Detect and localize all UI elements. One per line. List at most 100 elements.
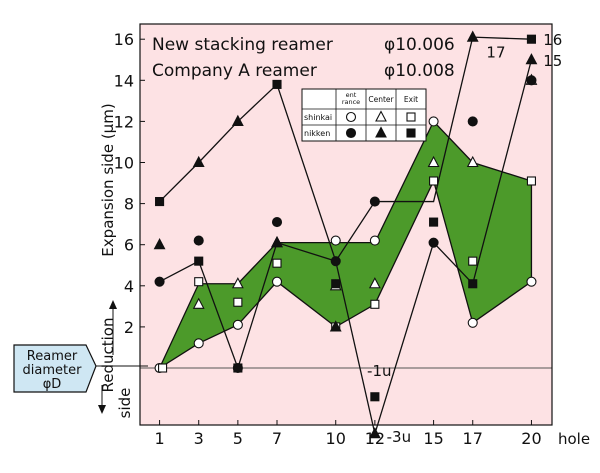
marker-nikken-circle-filled [428,237,439,248]
annotation-label: 16 [543,31,562,49]
marker-nikken-circle-filled [526,75,537,86]
y-tick-label: 2 [124,318,134,337]
x-tick-label: 3 [194,429,204,448]
legend-table-marker [375,126,387,138]
legend-reamer-2: Company A reamer [152,61,317,81]
annotation-label: -1u [367,362,391,380]
reamer-diameter-text: φD [43,377,62,392]
annotation-label: 17 [486,44,505,62]
marker-shinkai-square-open [158,363,168,373]
y-tick-label: 14 [114,71,134,90]
x-tick-label: 5 [233,429,243,448]
marker-shinkai-triangle-open [427,155,440,168]
reamer-diameter-box [13,344,97,393]
y-tick-label: 10 [114,154,134,173]
marker-shinkai-triangle-open [466,155,479,168]
marker-nikken-square-filled [526,34,536,44]
reamer-diameter-text: diameter [23,363,83,378]
y-label-reduction-side: side [116,388,134,419]
y-tick-label: 4 [124,277,134,296]
legend-table-box [301,88,427,142]
marker-nikken-square-filled [370,392,380,402]
marker-shinkai-square-open [370,299,380,309]
y-tick-label: 16 [114,30,134,49]
marker-nikken-triangle-filled [271,235,283,248]
marker-nikken-triangle-filled [525,53,538,65]
legend-table-header: Exit [404,95,418,104]
marker-shinkai-triangle-open [192,297,205,309]
legend-table-marker [375,110,387,122]
marker-nikken-circle-filled [369,196,380,207]
marker-nikken-triangle-filled [231,114,244,126]
marker-shinkai-square-open [233,297,243,307]
marker-shinkai-circle-open [428,116,439,127]
marker-shinkai-square-open [468,256,478,266]
marker-nikken-triangle-filled [466,30,479,42]
marker-shinkai-circle-open [526,276,537,287]
marker-nikken-square-filled [233,363,243,373]
legend-table-marker [406,112,416,122]
marker-nikken-triangle-filled [153,238,166,250]
marker-nikken-square-filled [194,256,204,266]
marker-nikken-triangle-filled [368,427,381,439]
marker-nikken-triangle-filled [192,155,205,168]
x-tick-label: 10 [326,429,346,448]
x-tick-label: 20 [521,429,541,448]
x-tick-label: 15 [423,429,443,448]
x-unit-label: hole [558,430,590,448]
legend-table-header: ent [346,91,357,99]
marker-shinkai-triangle-open [368,277,381,289]
legend-table-row-label: shinkai [304,113,332,122]
marker-nikken-circle-filled [154,276,165,287]
x-tick-label: 17 [463,429,483,448]
marker-nikken-triangle-filled [329,320,342,332]
y-label-reduction: Reduction [99,318,117,393]
marker-nikken-circle-filled [467,116,478,127]
marker-shinkai-circle-open [330,235,341,246]
marker-nikken-square-filled [155,196,165,207]
y-arrow-up-head [109,300,117,309]
annotation-label: 15 [543,52,562,70]
x-tick-label: 7 [272,429,282,448]
marker-shinkai-square-open [272,258,282,268]
marker-nikken-circle-filled [330,256,341,267]
marker-nikken-square-filled [331,279,341,289]
marker-shinkai-circle-open [369,235,380,246]
marker-shinkai-circle-open [467,317,478,328]
x-tick-labels: 1 3 5 7 10 12 15 17 20 [154,420,542,448]
marker-nikken-square-filled [468,279,478,289]
annotation-label: -3u [387,428,411,446]
y-arrow-down-head [98,405,106,414]
marker-nikken-circle-filled [193,235,204,246]
marker-nikken-circle-filled [271,217,283,228]
x-tick-label: 12 [365,429,385,448]
marker-nikken-square-filled [272,79,282,89]
y-tick-label: 12 [114,112,134,131]
marker-shinkai-circle-open [271,276,283,287]
marker-shinkai-square-open [526,176,536,186]
data-markers [153,30,538,439]
marker-shinkai-circle-open [193,338,204,349]
legend-table-marker [406,128,416,138]
marker-shinkai-square-open [194,277,204,287]
marker-nikken-square-filled [429,217,439,227]
marker-shinkai-circle-open [232,319,243,330]
y-label-expansion: Expansion side (μm) [99,103,117,256]
reamer-diameter-text: Reamer [27,349,78,364]
y-tick-label: 6 [124,236,134,255]
legend-table-header: rance [342,98,360,106]
marker-shinkai-square-open [429,176,439,186]
annotations: -1u -3u 17 16 15 [367,31,562,446]
legend-table-row-label: nikken [304,129,330,138]
plot-frame [139,23,553,426]
legend-reamer-1: New stacking reamer [152,35,333,55]
legend-diameter-1: φ10.006 [384,35,455,55]
x-tick-label: 1 [154,429,164,448]
marker-shinkai-triangle-open [231,277,244,289]
legend-table-marker [345,111,357,123]
